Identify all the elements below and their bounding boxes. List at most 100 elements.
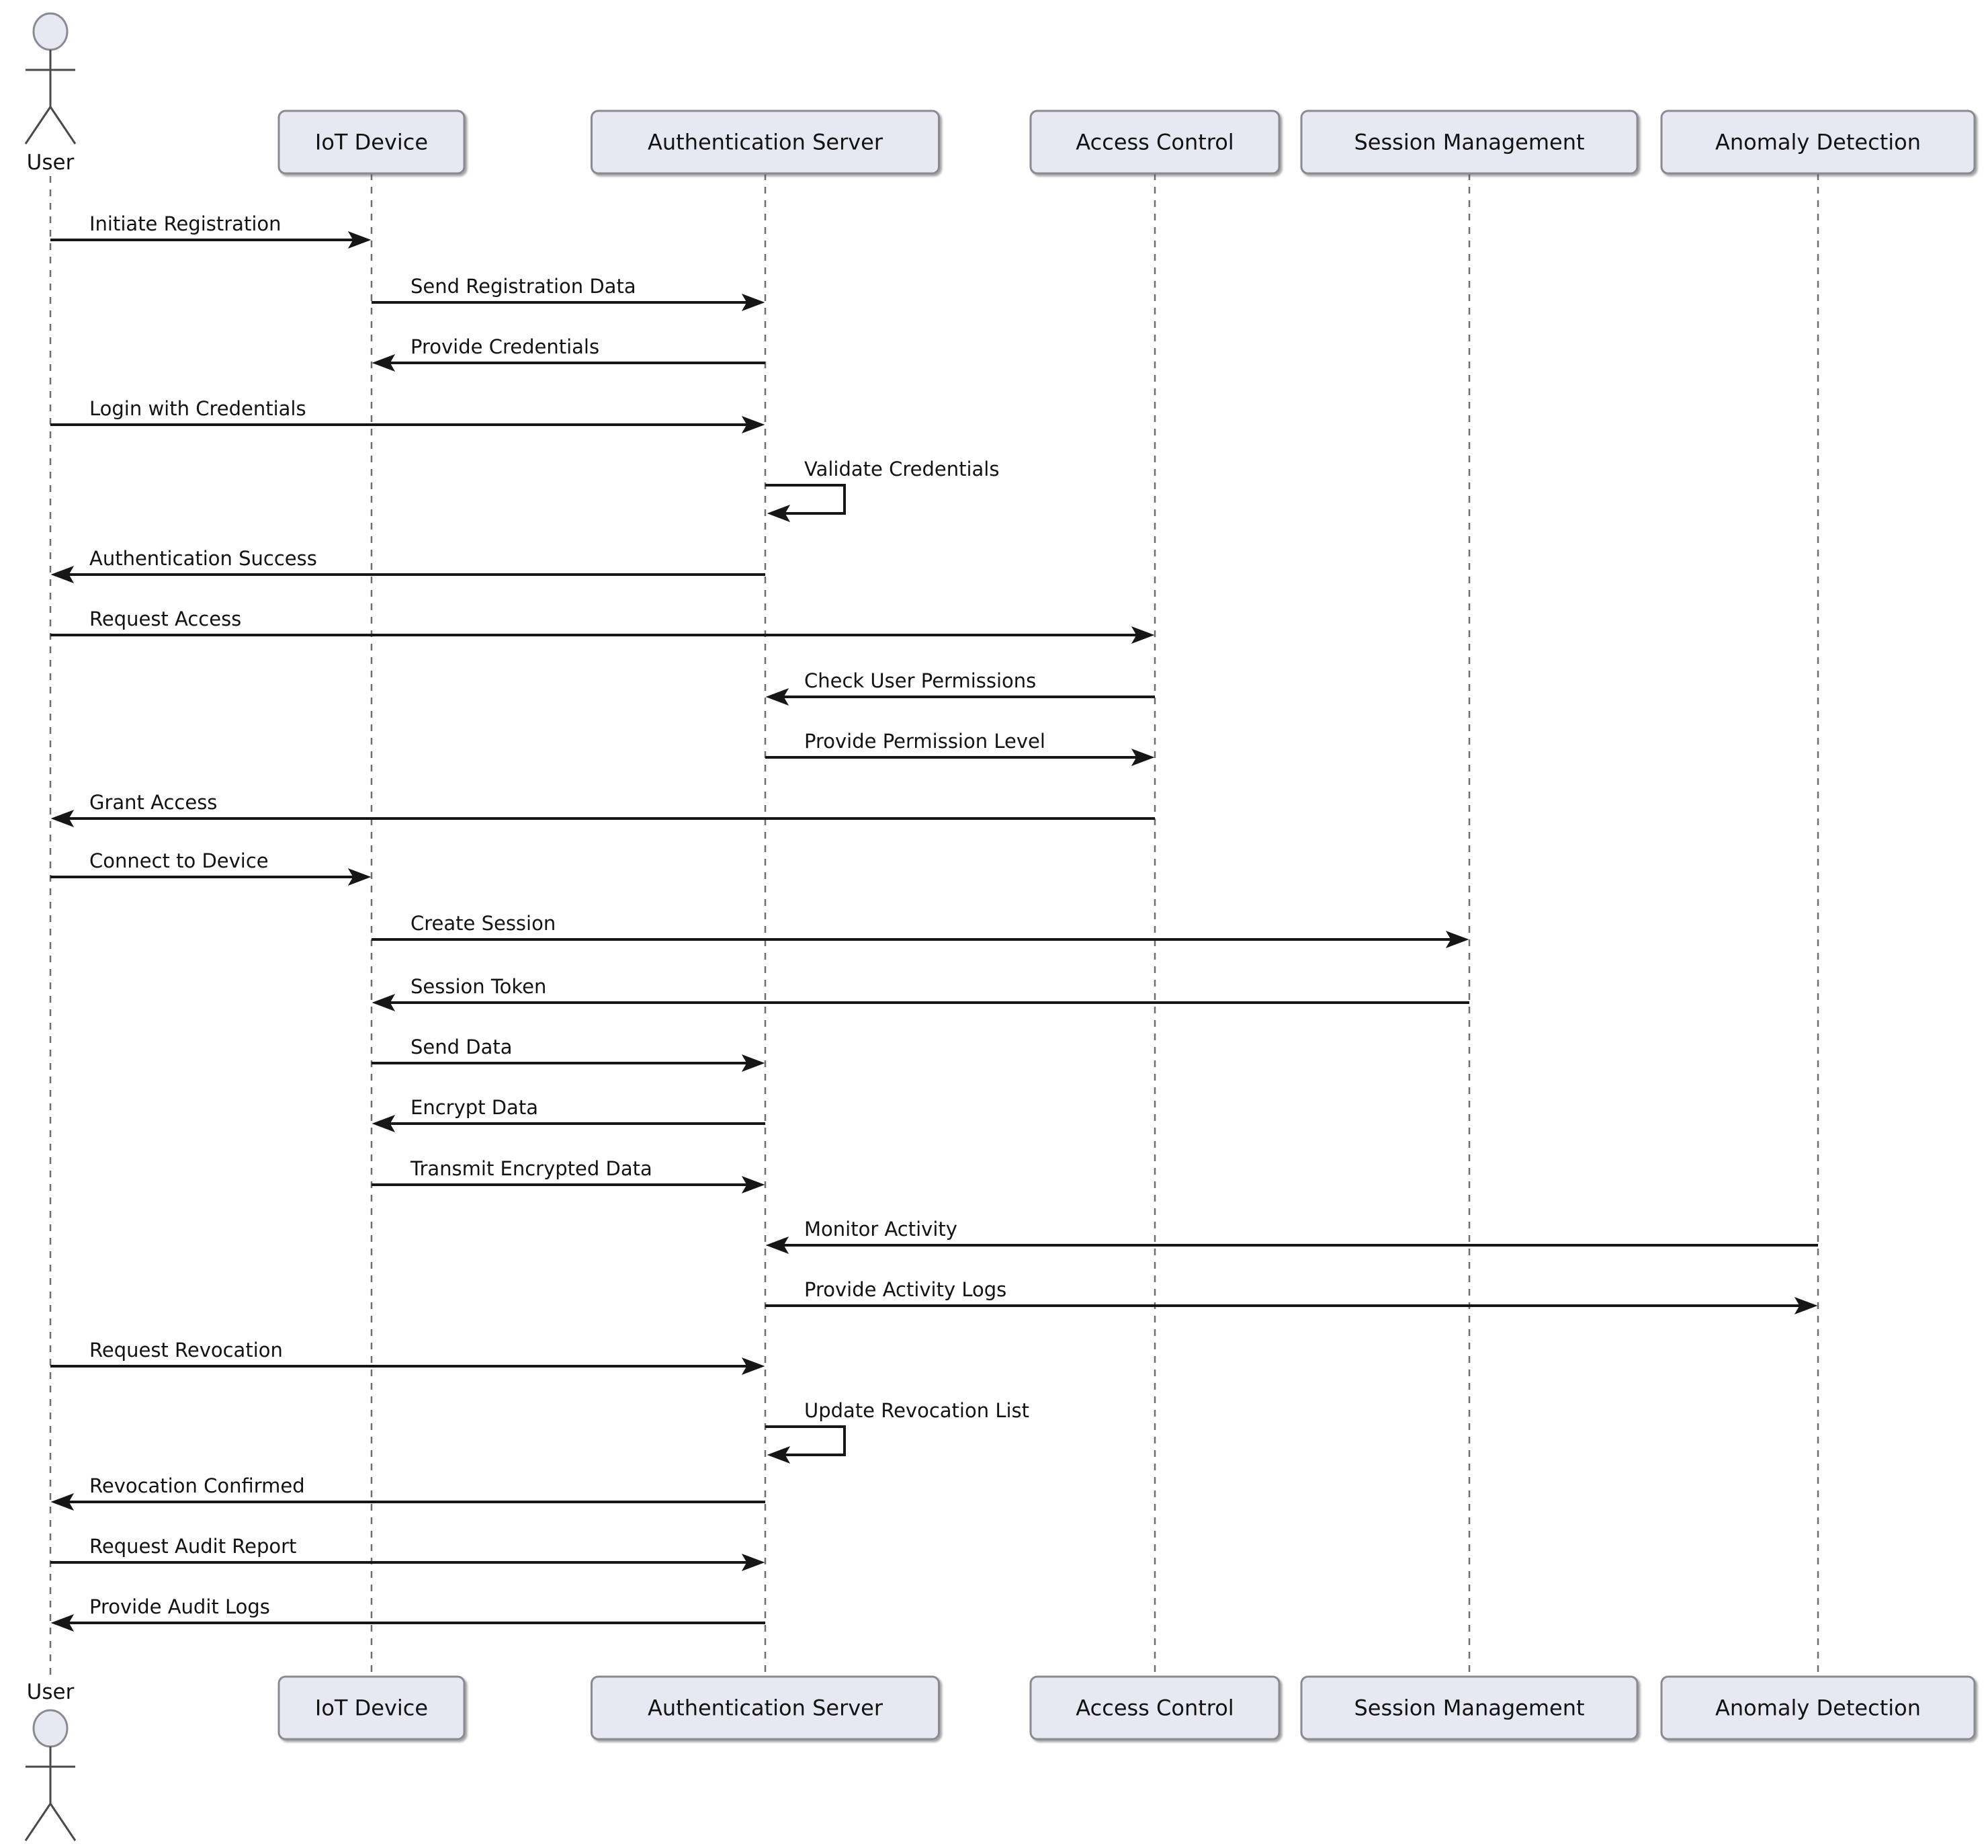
participant-rect [1660, 110, 1976, 175]
arrowhead [741, 416, 765, 433]
message-provide-permission-level: Provide Permission Level [765, 730, 1155, 766]
participant-box-bottom-authentication-server: Authentication Server [591, 1675, 940, 1740]
participant-name: IoT Device [315, 130, 428, 155]
message-label: Provide Permission Level [804, 730, 1045, 753]
message-update-revocation-list: Update Revocation List [765, 1399, 1029, 1464]
participant-name: Anomaly Detection [1715, 130, 1921, 155]
message-initiate-registration: Initiate Registration [50, 212, 372, 249]
participant-rect [1300, 110, 1639, 175]
arrowhead [741, 1554, 765, 1571]
participant-name: Authentication Server [648, 1695, 883, 1721]
participant-name: Session Management [1354, 130, 1584, 155]
participant-rect [1029, 1675, 1281, 1740]
message-request-revocation: Request Revocation [50, 1339, 765, 1375]
arrowhead [741, 1357, 765, 1375]
actor-leg-right [49, 106, 77, 144]
participant-box-top-session-management: Session Management [1300, 110, 1639, 175]
message-provide-credentials: Provide Credentials [372, 335, 765, 372]
message-validate-credentials: Validate Credentials [765, 458, 999, 522]
message-label: Session Token [410, 975, 546, 998]
participant-box-top-anomaly-detection: Anomaly Detection [1660, 110, 1976, 175]
message-provide-activity-logs: Provide Activity Logs [765, 1278, 1818, 1314]
message-label: Authentication Success [89, 547, 317, 570]
actor-leg-right [49, 1803, 77, 1841]
message-provide-audit-logs: Provide Audit Logs [50, 1595, 765, 1632]
message-check-user-permissions: Check User Permissions [765, 669, 1155, 706]
message-label: Request Access [89, 607, 241, 630]
message-request-access: Request Access [50, 607, 1155, 644]
message-label: Transmit Encrypted Data [410, 1157, 652, 1180]
actor-head [32, 1709, 69, 1748]
participant-rect [1300, 1675, 1639, 1740]
participant-rect [591, 1675, 940, 1740]
arrowhead [1131, 626, 1155, 644]
arrowhead [741, 1054, 765, 1072]
message-label: Update Revocation List [804, 1399, 1029, 1422]
participant-box-bottom-access-control: Access Control [1029, 1675, 1281, 1740]
message-label: Validate Credentials [804, 458, 999, 480]
participant-name: Session Management [1354, 1695, 1584, 1721]
participant-rect [1029, 110, 1281, 175]
message-grant-access: Grant Access [50, 791, 1155, 827]
arrowhead [767, 505, 791, 522]
actor-name-bottom: User [27, 1680, 75, 1704]
arrowhead [1794, 1297, 1818, 1314]
participant-rect [591, 110, 940, 175]
message-label: Encrypt Data [410, 1096, 538, 1119]
participant-rect [277, 110, 466, 175]
arrowhead [741, 294, 765, 311]
arrowhead [372, 1115, 396, 1132]
arrowhead [765, 1236, 789, 1254]
participant-rect [1660, 1675, 1976, 1740]
arrowhead [50, 566, 75, 583]
message-label: Check User Permissions [804, 669, 1036, 692]
message-encrypt-data: Encrypt Data [372, 1096, 765, 1132]
message-transmit-encrypted-data: Transmit Encrypted Data [372, 1157, 765, 1193]
message-label: Provide Audit Logs [89, 1595, 270, 1618]
message-authentication-success: Authentication Success [50, 547, 765, 583]
message-label: Monitor Activity [804, 1218, 957, 1241]
message-label: Send Data [410, 1036, 513, 1058]
message-label: Request Revocation [89, 1339, 283, 1361]
actor-figure-bottom [24, 1709, 77, 1841]
message-request-audit-report: Request Audit Report [50, 1535, 765, 1571]
message-login-with-credentials: Login with Credentials [50, 397, 765, 433]
message-label: Grant Access [89, 791, 217, 814]
message-label: Login with Credentials [89, 397, 306, 420]
participant-name: IoT Device [315, 1695, 428, 1721]
arrowhead [1131, 749, 1155, 766]
arrowhead [347, 868, 372, 886]
arrowhead [50, 1493, 75, 1511]
arrowhead [50, 810, 75, 827]
message-session-token: Session Token [372, 975, 1469, 1011]
arrowhead [1445, 931, 1469, 948]
message-label: Provide Credentials [410, 335, 599, 358]
self-message-line [765, 1425, 846, 1456]
message-label: Provide Activity Logs [804, 1278, 1006, 1301]
participant-box-top-access-control: Access Control [1029, 110, 1281, 175]
message-label: Initiate Registration [89, 212, 282, 235]
actor-head [32, 12, 69, 51]
self-message-line [765, 484, 846, 515]
participant-box-bottom-anomaly-detection: Anomaly Detection [1660, 1675, 1976, 1740]
arrowhead [765, 688, 789, 706]
participant-name: Access Control [1076, 130, 1234, 155]
message-create-session: Create Session [372, 912, 1469, 948]
participant-box-top-iot-device: IoT Device [277, 110, 466, 175]
participant-box-bottom-iot-device: IoT Device [277, 1675, 466, 1740]
participant-rect [277, 1675, 466, 1740]
message-label: Send Registration Data [410, 275, 636, 298]
participant-name: Access Control [1076, 1695, 1234, 1721]
participant-name: Authentication Server [648, 130, 883, 155]
arrowhead [741, 1176, 765, 1193]
participant-box-bottom-session-management: Session Management [1300, 1675, 1639, 1740]
message-revocation-confirmed: Revocation Confirmed [50, 1474, 765, 1511]
actor-leg-left [24, 1803, 52, 1841]
arrowhead [767, 1446, 791, 1464]
message-label: Revocation Confirmed [89, 1474, 305, 1497]
arrowhead [372, 354, 396, 372]
actor-name-top: User [27, 151, 75, 175]
arrowhead [50, 1614, 75, 1632]
